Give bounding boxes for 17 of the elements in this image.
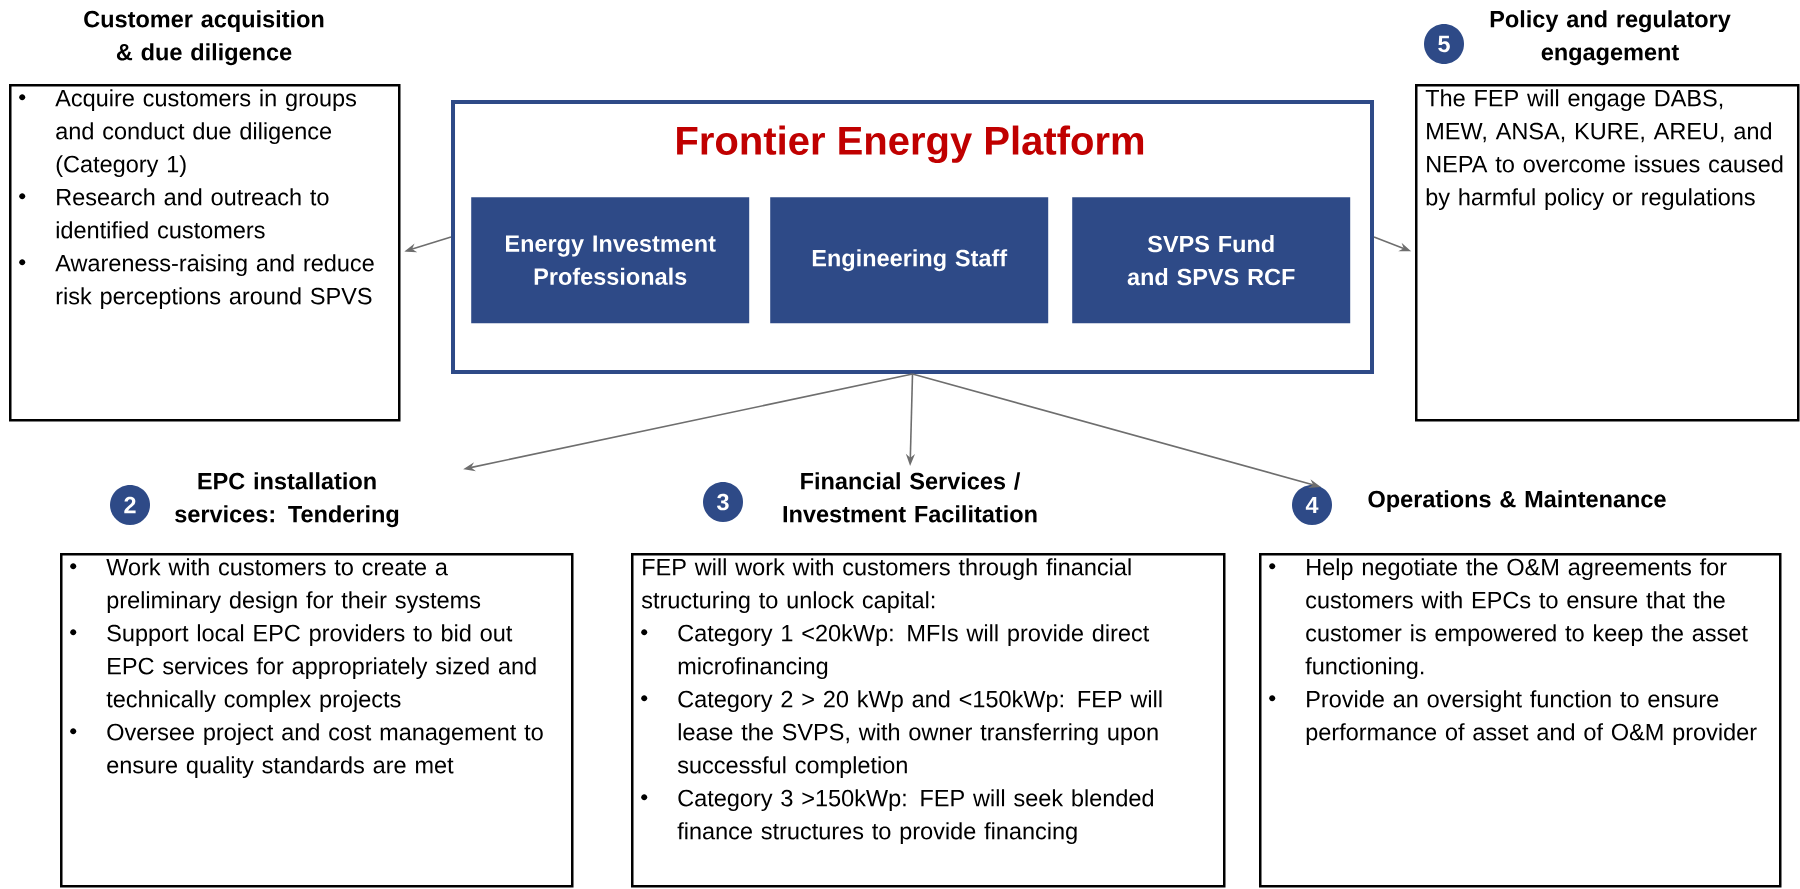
heading: Financial Services / Investment Facilitation xyxy=(783,472,1037,523)
node-label: Category 2 > 20 kWp and <150kWp: FEP will lease the SVPS, with owner transferring upon successful completion xyxy=(677,690,1162,779)
bullet-text: Work with customers to create a preliminary design for their systems Support local EPC providers to bid out EPC services for appropriately sized and technically complex projects Oversee project and cost management to ensure quality standards are met xyxy=(70,558,543,779)
bullet-text: Help negotiate the O&M agreements for customers with EPCs to ensure that the customer is empowered to keep the asset functioning. Provide an oversight function to ensure performance of asset and of O&M provider xyxy=(1269,558,1757,746)
team-box: Engineering Staff xyxy=(770,197,1049,324)
heading: EPC installation services: Tendering xyxy=(175,472,399,528)
team-box: Energy Investment Professionals xyxy=(471,197,750,324)
node-label: Category 1 <20kWp: MFIs will provide direct microfinancing xyxy=(678,624,1150,680)
heading: Customer acquisition & due diligence xyxy=(84,10,324,66)
node-label: Category 3 >150kWp: FEP will seek blended finance structures to provide financing xyxy=(677,789,1154,845)
bullet-text: FEP will work with customers through financial structuring to unlock capital: Category 1 <20kWp: MFIs will provide direct microfinancing Category 2 > 20 kWp and <150kWp: FEP will lease the SVPS, with owner transferring upon successful completion Category 3 >150kWp: FEP will seek blended finance structures to provide financing xyxy=(641,558,1162,845)
heading: Operations & Maintenance xyxy=(1368,490,1666,513)
node-label: FEP will work with customers through financial structuring to unlock capital: xyxy=(641,558,1131,614)
bullet-text: The FEP will engage DABS, MEW, ANSA, KURE, AREU, and NEPA to overcome issues caused by harmful policy or regulations xyxy=(1425,89,1783,211)
heading: Policy and regulatory engagement xyxy=(1490,10,1731,66)
team-box: SVPS Fund and SPVS RCF xyxy=(1072,197,1351,324)
bullet-text: Acquire customers in groups and conduct due diligence (Category 1) Research and outreach to identified customers Awareness-raising and reduce risk perceptions around SPVS xyxy=(19,89,374,310)
